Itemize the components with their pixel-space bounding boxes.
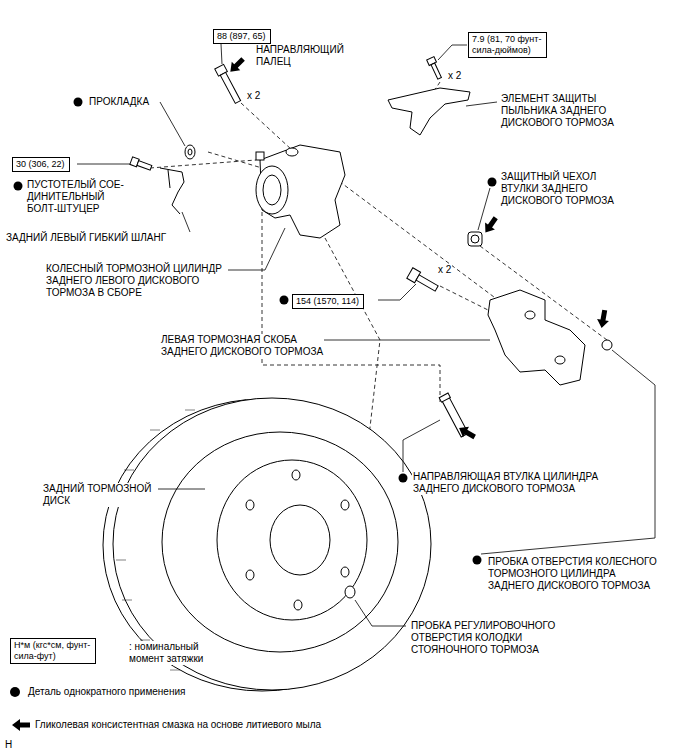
cylinder-inner <box>263 175 281 205</box>
dust-shield <box>388 88 470 135</box>
disc-vents <box>116 410 195 670</box>
legend-text: Гликолевая консистентная смазка на основ… <box>34 719 322 731</box>
bushing-boot <box>468 232 482 246</box>
caliper-bracket <box>488 290 585 385</box>
torque-box: Н*м (кгс*см, фунт- сила-фут) <box>10 638 96 664</box>
torque-box: 88 (897, 65) <box>213 29 271 44</box>
torque-value: 88 (897, 65) <box>217 31 266 42</box>
torque-value: 7.9 (81, 70 фунт- сила-дюймов) <box>472 34 541 56</box>
adjust-plug <box>345 586 355 598</box>
torque-value: Н*м (кгс*см, фунт- сила-фут) <box>14 640 90 662</box>
legend-text: : номинальный момент затяжки <box>128 641 204 665</box>
part-name: ЗАДНИЙ ЛЕВЫЙ ГИБКИЙ ШЛАНГ <box>5 232 167 244</box>
part-name: НАПРАВЛЯЮЩАЯ ВТУЛКА ЦИЛИНДРА ЗАДНЕГО ДИС… <box>412 471 599 495</box>
part-name: ПРОБКА ОТВЕРСТИЯ КОЛЕСНОГО ТОРМОЗНОГО ЦИ… <box>487 556 658 592</box>
plug <box>602 340 612 350</box>
leader-lines <box>77 44 655 626</box>
part-name: КОЛЕСНЫЙ ТОРМОЗНОЙ ЦИЛИНДР ЗАДНЕГО ЛЕВОГ… <box>45 263 223 299</box>
gasket <box>185 145 195 159</box>
legend-swatch <box>10 687 20 697</box>
caliper-body <box>260 145 345 238</box>
caliper-ear <box>286 148 298 156</box>
part-name: НАПРАВЛЯЮЩИЙ ПАЛЕЦ <box>255 44 345 68</box>
part-name: ЛЕВАЯ ТОРМОЗНАЯ СКОБА ЗАДНЕГО ДИСКОВОГО … <box>160 334 324 358</box>
bleeder <box>256 152 264 160</box>
part-name: ЗАДНИЙ ТОРМОЗНОЙ ДИСК <box>42 483 153 507</box>
disc-face <box>162 432 398 652</box>
flexible-hose <box>160 168 184 214</box>
torque-box: 154 (1570, 114) <box>292 294 364 309</box>
bracket-hole <box>525 311 535 319</box>
disc-hat <box>217 460 367 620</box>
quantity: x 2 <box>437 264 452 276</box>
torque-value: 154 (1570, 114) <box>296 296 359 307</box>
cylinder-bore <box>256 166 288 214</box>
disc-bore <box>270 505 330 575</box>
grease-arrows <box>12 55 611 731</box>
torque-value: 30 (306, 22) <box>16 159 65 170</box>
brake-disc <box>113 398 431 690</box>
legend-text: Деталь однократного применения <box>27 686 186 698</box>
part-name: ПРОБКА РЕГУЛИРОВОЧНОГО ОТВЕРСТИЯ КОЛОДКИ… <box>410 620 556 656</box>
bracket-bolt <box>407 268 440 294</box>
union-bolt <box>130 157 152 172</box>
quantity: x 2 <box>447 70 462 82</box>
figure-code: H <box>4 739 13 751</box>
torque-box: 7.9 (81, 70 фунт- сила-дюймов) <box>468 32 547 58</box>
part-name: ПУСТОТЕЛЫЙ СОЕ- ДИНИТЕЛЬНЫЙ БОЛТ-ШТУЦЕР <box>26 179 125 215</box>
quantity: x 2 <box>246 90 261 102</box>
gasket-hole <box>188 149 192 155</box>
bolt <box>427 57 444 80</box>
part-name: ЭЛЕМЕНТ ЗАЩИТЫ ПЫЛЬНИКА ЗАДНЕГО ДИСКОВОГ… <box>500 93 615 129</box>
part-name: ПРОКЛАДКА <box>88 96 150 108</box>
part-name: ЗАЩИТНЫЙ ЧЕХОЛ ВТУЛКИ ЗАДНЕГО ДИСКОВОГО … <box>500 171 615 207</box>
bushing-boot-hole <box>471 235 479 243</box>
torque-box: 30 (306, 22) <box>12 157 70 172</box>
bracket-hole <box>555 356 565 364</box>
parts <box>103 57 612 691</box>
